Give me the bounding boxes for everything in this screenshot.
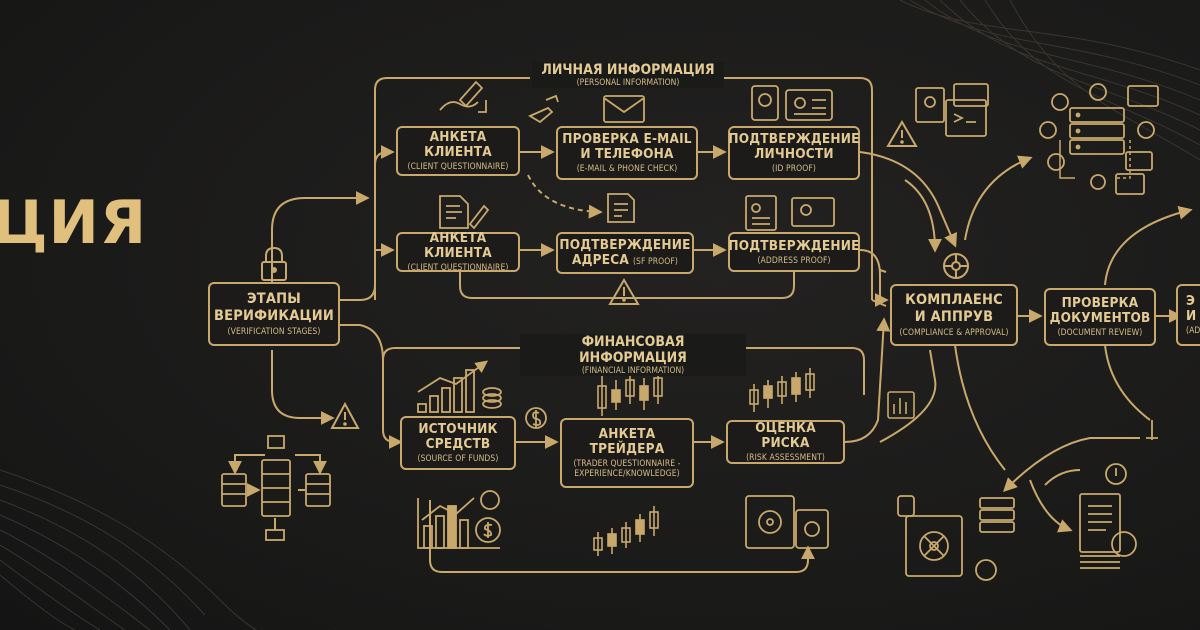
node-trader-questionnaire: АНКЕТА ТРЕЙДЕРА (TRADER QUESTIONNAIRE - … — [560, 418, 694, 488]
node-title: СРЕДСТВ — [425, 436, 491, 452]
connectors — [228, 77, 1193, 573]
node-title: ИСТОЧНИК — [418, 421, 498, 437]
node-subtitle: (E-MAIL & PHONE CHECK) — [576, 164, 678, 174]
coin-icon — [525, 407, 547, 429]
node-source-of-funds: ИСТОЧНИК СРЕДСТВ (SOURCE OF FUNDS) — [400, 416, 516, 470]
node-subtitle: (DOCUMENT REVIEW) — [1057, 328, 1143, 338]
node-title: ПРОВЕРКА — [1061, 295, 1139, 311]
node-title: ПОДТВЕРЖДЕНИЕ — [728, 237, 860, 254]
node-title: КОМПЛАЕНС — [905, 292, 1003, 308]
node-title: АНКЕТА КЛИЕНТА — [424, 129, 492, 160]
node-title: ТРЕЙДЕРА — [589, 441, 665, 457]
node-email-phone-check: ПРОВЕРКА E-MAIL И ТЕЛЕФОНА (E-MAIL & PHO… — [556, 126, 698, 180]
node-title: ОЦЕНКА РИСКА — [755, 420, 816, 451]
node-subtitle: (ID PROOF) — [772, 164, 816, 174]
node-subtitle: (CLIENT QUESTIONNAIRE) — [407, 263, 509, 273]
node-title: АНКЕТА КЛИЕНТА — [424, 230, 492, 261]
node-title: ДОКУМЕНТОВ — [1049, 310, 1151, 326]
node-subtitle: (TRADER QUESTIONNAIRE - — [573, 459, 681, 469]
candlestick-icon-3 — [593, 506, 659, 556]
document-icon — [607, 193, 635, 223]
safe-icon — [745, 495, 829, 549]
report-icon — [975, 463, 1137, 581]
node-compliance-approval: КОМПЛАЕНС И АППРУВ (COMPLIANCE & APPROVA… — [890, 284, 1018, 346]
node-subtitle: (VERIFICATION STAGES) — [227, 327, 321, 337]
envelope-icon — [603, 95, 645, 123]
mini-chart-icon — [887, 391, 915, 419]
node-subtitle: (SF PROOF) — [632, 257, 678, 267]
node-title: Э — [1186, 293, 1196, 309]
lock-icon — [261, 246, 287, 281]
node-title: И АППРУВ — [914, 309, 994, 325]
node-title: ВЕРИФИКАЦИИ — [213, 308, 335, 324]
node-title: ПРОВЕРКА E-MAIL — [562, 131, 692, 147]
address-document-icon — [745, 195, 835, 231]
document-pen-icon — [439, 195, 490, 230]
candlestick-icon-2 — [749, 368, 815, 412]
node-partial-right: Э И (ADD — [1176, 284, 1200, 346]
server-cluster-icon — [221, 435, 331, 541]
hero-title: ЦИЯ — [0, 188, 148, 258]
database-icon — [1039, 83, 1159, 195]
node-subtitle: (SOURCE OF FUNDS) — [417, 454, 499, 464]
passport-icon — [751, 85, 833, 121]
node-title: АНКЕТА — [598, 426, 656, 442]
wheel-icon — [943, 253, 969, 279]
node-title: И ТЕЛЕФОНА — [580, 146, 674, 162]
documents-stack-icon — [915, 83, 989, 137]
node-title: ПОДТВЕРЖДЕНИЕ — [559, 237, 691, 253]
node-client-questionnaire-1: АНКЕТА КЛИЕНТА (CLIENT QUESTIONNAIRE) — [396, 126, 520, 176]
node-sf-proof: ПОДТВЕРЖДЕНИЕ АДРЕСА (SF PROOF) — [556, 232, 694, 274]
node-client-questionnaire-2: АНКЕТА КЛИЕНТА (CLIENT QUESTIONNAIRE) — [396, 230, 520, 273]
node-document-review: ПРОВЕРКА ДОКУМЕНТОВ (DOCUMENT REVIEW) — [1044, 288, 1156, 346]
node-address-proof: ПОДТВЕРЖДЕНИЕ (ADDRESS PROOF) — [728, 232, 860, 272]
safe-icon-2 — [897, 495, 963, 577]
node-id-proof: ПОДТВЕРЖДЕНИЕ ЛИЧНОСТИ (ID PROOF) — [728, 126, 860, 180]
node-subtitle: (COMPLIANCE & APPROVAL) — [899, 328, 1009, 338]
group-financial-label: ФИНАНСОВАЯ ИНФОРМАЦИЯ (FINANCIAL INFORMA… — [520, 334, 746, 376]
hand-pen-icon — [528, 94, 559, 124]
node-title: И — [1186, 308, 1197, 324]
node-title: АДРЕСА — [572, 252, 629, 268]
node-title: ЭТАПЫ — [246, 291, 301, 307]
pin-icon — [1146, 420, 1158, 440]
node-subtitle: EXPERIENCE/KNOWLEDGE) — [574, 469, 680, 479]
node-verification-stages: ЭТАПЫ ВЕРИФИКАЦИИ (VERIFICATION STAGES) — [208, 282, 340, 346]
growth-chart-icon — [417, 360, 502, 413]
warning-icon — [330, 120, 918, 429]
candlestick-icon — [597, 368, 663, 416]
finance-chart-icon — [417, 490, 501, 549]
signature-icon — [439, 80, 487, 113]
node-title: ПОДТВЕРЖДЕНИЕ — [728, 131, 860, 147]
node-subtitle: (ADDRESS PROOF) — [757, 255, 831, 266]
node-title: ЛИЧНОСТИ — [754, 146, 834, 162]
node-subtitle: (ADD — [1186, 326, 1200, 336]
node-subtitle: (RISK ASSESSMENT) — [746, 453, 825, 463]
node-subtitle: (CLIENT QUESTIONNAIRE) — [407, 162, 509, 172]
group-financial-title: ФИНАНСОВАЯ ИНФОРМАЦИЯ — [579, 334, 687, 366]
group-personal-title: ЛИЧНАЯ ИНФОРМАЦИЯ — [541, 62, 715, 78]
group-personal-subtitle: (PERSONAL INFORMATION) — [576, 78, 680, 88]
group-financial-subtitle: (FINANCIAL INFORMATION) — [581, 366, 685, 376]
group-personal-label: ЛИЧНАЯ ИНФОРМАЦИЯ (PERSONAL INFORMATION) — [532, 62, 724, 88]
node-risk-assessment: ОЦЕНКА РИСКА (RISK ASSESSMENT) — [726, 420, 845, 464]
